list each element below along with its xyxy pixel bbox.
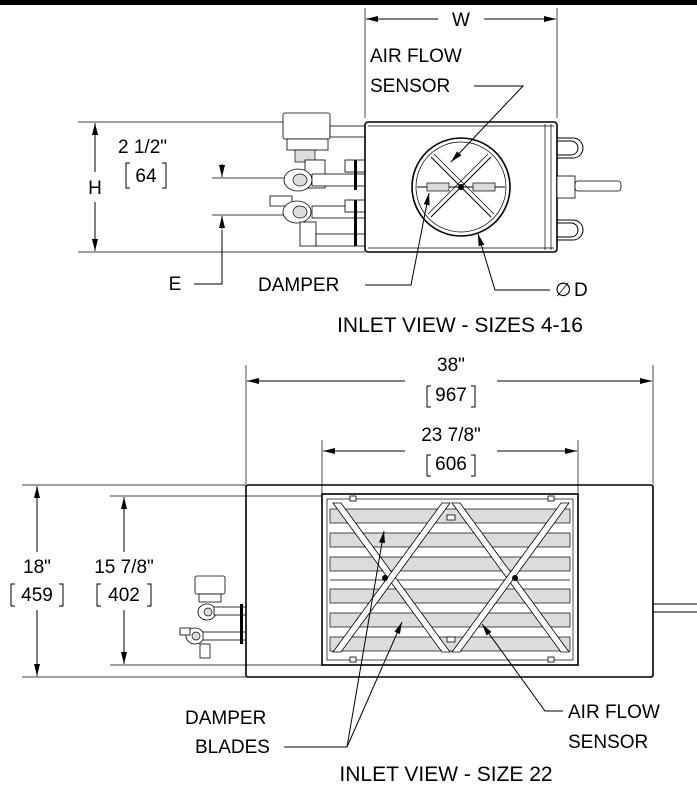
dim-inlet-height-label: 15 7/8"	[94, 557, 154, 578]
sensor-label-line1: AIR FLOW	[370, 46, 462, 67]
dim-overall-width-mm: 967	[435, 385, 467, 406]
sensor-cross-bars	[332, 502, 570, 653]
valve-assembly-bottom	[179, 575, 247, 659]
diameter-symbol: ∅	[555, 280, 572, 301]
dim-inlet-width-label: 23 7/8"	[421, 425, 481, 446]
dim-offset-label: 2 1/2"	[118, 137, 167, 158]
sensor-bottom-line2: SENSOR	[568, 732, 648, 753]
callout-sensor-bottom: AIR FLOW SENSOR	[481, 623, 660, 753]
unit-box-bottom	[245, 484, 697, 678]
callout-damper-blades: DAMPER BLADES	[185, 530, 403, 758]
dim-inlet-width: 23 7/8" 606	[321, 425, 579, 494]
damper-label: DAMPER	[258, 275, 339, 296]
sensor-bottom-line1: AIR FLOW	[568, 702, 660, 723]
dim-height-h: H	[78, 121, 365, 253]
dim-overall-height-label: 18"	[23, 557, 51, 578]
dim-inlet-height-mm: 402	[108, 585, 140, 606]
dim-inlet-width-mm: 606	[435, 454, 467, 475]
top-view-title: INLET VIEW - SIZES 4-16	[337, 314, 583, 337]
bottom-view: 38" 967 23 7/8" 606 18" 459	[10, 355, 697, 786]
dim-width-w: W	[364, 8, 558, 118]
bottom-view-title: INLET VIEW - SIZE 22	[339, 763, 552, 786]
coil-top	[556, 137, 622, 241]
dim-overall-height: 18" 459	[10, 484, 246, 678]
inlet-circle	[411, 137, 511, 237]
callout-sensor-top: AIR FLOW SENSOR	[370, 46, 525, 163]
dim-overall-width: 38" 967	[245, 355, 654, 484]
top-border	[0, 0, 697, 5]
callout-diameter: ∅ D	[477, 233, 588, 301]
dim-w-label: W	[452, 10, 470, 31]
inlet-rectangle	[321, 493, 579, 666]
sensor-label-line2: SENSOR	[370, 76, 450, 97]
dim-e: E	[169, 230, 223, 295]
dim-h-label: H	[88, 178, 102, 199]
diameter-label: D	[574, 280, 588, 301]
dim-overall-height-mm: 459	[21, 585, 53, 606]
blades-label-line1: DAMPER	[185, 708, 266, 729]
damper-blade-set	[329, 508, 571, 652]
top-view: W H 2 1/2" 64 E	[78, 8, 622, 337]
callout-damper-top: DAMPER	[258, 192, 430, 296]
dim-inlet-height: 15 7/8" 402	[94, 495, 322, 666]
dim-offset: 2 1/2" 64	[118, 137, 296, 229]
dim-overall-width-label: 38"	[437, 355, 465, 376]
valve-assembly-top	[269, 112, 366, 247]
dim-e-label: E	[169, 274, 182, 295]
dim-offset-mm: 64	[135, 166, 157, 187]
blades-label-line2: BLADES	[195, 737, 270, 758]
